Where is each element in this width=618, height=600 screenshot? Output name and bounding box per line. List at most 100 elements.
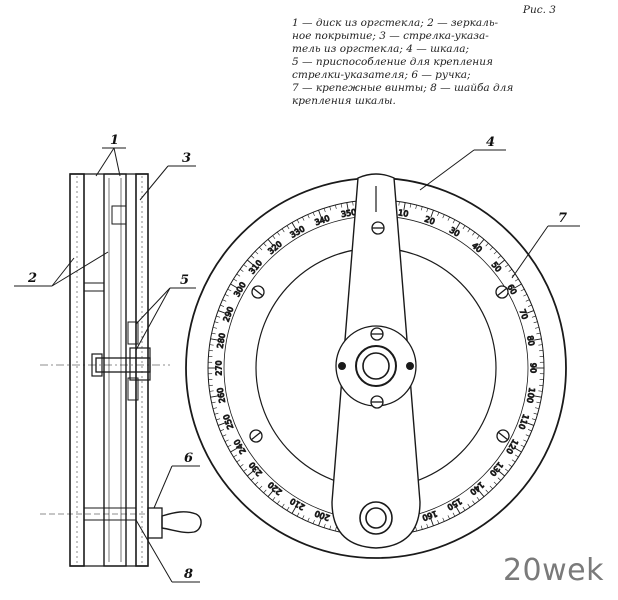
scale-tick xyxy=(462,506,466,511)
scale-tick xyxy=(272,497,276,501)
scale-tick xyxy=(497,255,502,259)
scale-tick xyxy=(535,407,540,409)
scale-tick xyxy=(212,327,217,329)
callout-3: 3 xyxy=(182,151,191,166)
scale-label: 20 xyxy=(423,214,436,226)
scale-label: 230 xyxy=(247,460,264,477)
scale-tick xyxy=(254,481,259,485)
scale-tick xyxy=(514,454,519,458)
handle xyxy=(147,507,202,539)
scale-tick xyxy=(222,434,227,437)
scale-tick xyxy=(214,321,219,324)
scale-tick xyxy=(514,283,522,289)
scale-tick xyxy=(239,464,244,467)
caption-line: крепления шкалы. xyxy=(292,95,396,107)
scale-tick xyxy=(272,235,276,239)
scale-tick xyxy=(531,418,536,421)
scale-tick xyxy=(250,477,255,481)
scale-tick xyxy=(430,518,434,527)
callout-leaders xyxy=(14,147,580,583)
scale-tick xyxy=(267,239,274,246)
figure-caption: Рис. 3 1 — диск из оргстекла; 2 — зеркал… xyxy=(292,4,556,108)
caption-line: 5 — приспособление для крепления xyxy=(292,56,493,68)
scale-tick xyxy=(478,490,485,497)
scale-tick xyxy=(485,242,489,247)
scale-tick xyxy=(312,212,315,217)
caption-line: 1 — диск из оргстекла; 2 — зеркаль- xyxy=(292,17,499,29)
scale-tick xyxy=(277,500,280,505)
scale-tick xyxy=(291,506,297,514)
scale-tick xyxy=(415,527,417,532)
callout-4: 4 xyxy=(486,135,495,150)
scale-tick xyxy=(224,439,229,442)
scale-tick xyxy=(437,212,440,217)
scale-tick xyxy=(236,273,241,277)
scale-tick xyxy=(398,201,400,206)
scale-tick xyxy=(533,321,538,324)
scale-label: 80 xyxy=(525,335,536,347)
scale-tick xyxy=(296,512,300,517)
scale-tick xyxy=(505,264,509,268)
mounting-screw xyxy=(251,285,265,299)
scale-tick xyxy=(259,246,263,251)
mounting-screw xyxy=(249,429,263,443)
scale-label: 50 xyxy=(490,260,503,274)
scale-tick xyxy=(230,447,238,453)
scale-label: 130 xyxy=(488,460,505,477)
caption-line: ное покрытие; 3 — стрелка-указа- xyxy=(292,30,489,42)
scale-tick xyxy=(247,470,254,477)
scale-tick xyxy=(323,523,326,528)
scale-label: 140 xyxy=(468,480,485,497)
scale-tick xyxy=(489,485,493,490)
mounting-screw xyxy=(495,285,509,299)
scale-tick xyxy=(420,206,423,211)
scale-tick xyxy=(526,422,535,426)
scale-tick xyxy=(281,503,285,508)
scale-tick xyxy=(520,444,525,448)
scale-tick xyxy=(236,459,241,463)
scale-tick xyxy=(243,264,247,268)
washer-band xyxy=(83,507,137,521)
callout-8: 8 xyxy=(184,567,193,582)
scale-label: 70 xyxy=(518,308,530,321)
scale-tick xyxy=(527,429,532,432)
scale-label: 340 xyxy=(314,214,331,228)
scale-tick xyxy=(467,503,471,508)
scale-label: 250 xyxy=(222,413,236,430)
scale-tick xyxy=(267,490,274,497)
scale-tick xyxy=(514,278,519,282)
scale-tick xyxy=(307,517,310,522)
scale-tick xyxy=(403,202,406,211)
scale-tick xyxy=(233,454,238,458)
scale-tick xyxy=(211,401,216,404)
scale-tick xyxy=(312,519,315,524)
scale-label: 110 xyxy=(517,413,531,430)
scale-label: 280 xyxy=(216,332,228,349)
scale-tick xyxy=(489,246,493,251)
scale-label: 30 xyxy=(448,226,461,239)
scale-tick xyxy=(520,288,525,292)
scale-label: 270 xyxy=(215,360,224,375)
scale-tick xyxy=(476,497,480,501)
scale-tick xyxy=(485,489,489,494)
scale-tick xyxy=(296,219,300,224)
scale-tick xyxy=(214,412,219,415)
scale-tick xyxy=(478,239,485,246)
scale-tick xyxy=(531,315,536,318)
mirror-strip xyxy=(83,282,105,292)
scale-tick xyxy=(525,434,530,437)
caption-line: стрелки-указателя; 6 — ручка; xyxy=(292,69,471,81)
scale-tick xyxy=(426,523,429,528)
scale-label: 160 xyxy=(421,509,438,523)
caption-line: 7 — крепежные винты; 8 — шайба для xyxy=(292,82,514,94)
scale-tick xyxy=(286,225,290,230)
scale-tick xyxy=(527,304,532,307)
scale-tick xyxy=(498,470,505,477)
side-view xyxy=(40,173,202,567)
scale-tick xyxy=(211,332,216,335)
scale-tick xyxy=(263,489,267,494)
scale-tick xyxy=(538,390,543,392)
scale-tick xyxy=(447,216,450,221)
scale-tick xyxy=(217,310,226,314)
